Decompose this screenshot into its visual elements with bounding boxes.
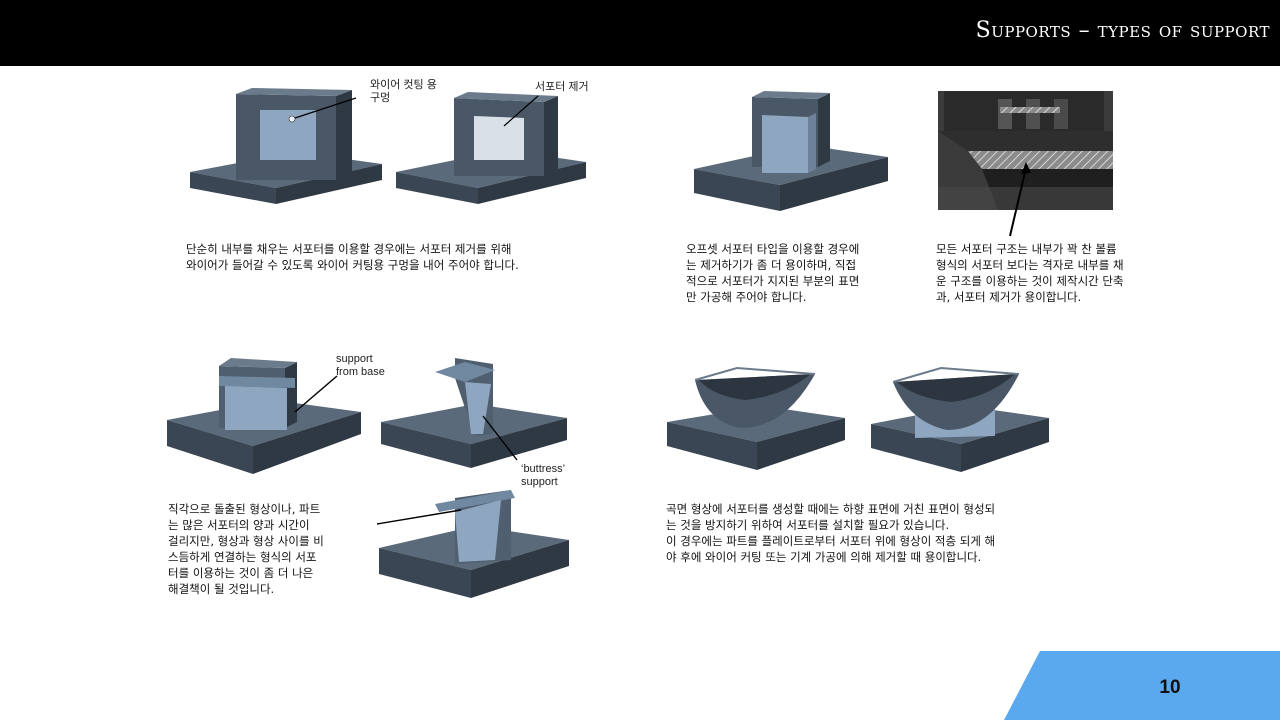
frame-side [544, 96, 558, 176]
overhang-caption: 직각으로 돌출된 형상이나, 파트 는 많은 서포터의 양과 시간이 걸리지만,… [168, 501, 324, 597]
offset-support-side [808, 113, 816, 173]
offset-caption: 오프셋 서포터 타입을 이용할 경우에 는 제거하기가 좀 더 용이하며, 직접… [686, 241, 859, 305]
header-bar: Supports – types of support [0, 0, 1280, 66]
offset-support-figure [692, 89, 892, 215]
wire-hole-label: 와이어 컷팅 용 구멍 [370, 79, 437, 105]
frame-opening [474, 116, 524, 160]
support-from-base-block [225, 386, 287, 430]
buttress-support-label: ‘buttress’ support [521, 463, 565, 489]
slide-title: Supports – types of support [976, 18, 1270, 43]
offset-support-block [762, 115, 808, 173]
lattice-arrow [1000, 160, 1040, 240]
angled-support-arrow [377, 510, 461, 524]
page-number: 10 [1150, 677, 1190, 699]
curved-caption: 곡면 형상에 서포터를 생성할 때에는 하향 표면에 거친 표면이 형성되 는 … [666, 501, 995, 565]
wire-hole [289, 116, 295, 122]
page-number-tab [1004, 651, 1280, 720]
wire-cut-caption: 단순히 내부를 채우는 서포터를 이용할 경우에는 서포터 제거를 위해 와이어… [186, 241, 519, 273]
frame-side [818, 93, 830, 167]
curved-surface-figure [665, 360, 1065, 472]
filled-support [260, 110, 316, 160]
support-from-base-label: support from base [336, 353, 385, 379]
support-removal-label: 서포터 제거 [535, 81, 589, 94]
lattice-caption: 모든 서포터 구조는 내부가 꽉 찬 볼륨 형식의 서포터 보다는 격자로 내부… [936, 241, 1124, 305]
